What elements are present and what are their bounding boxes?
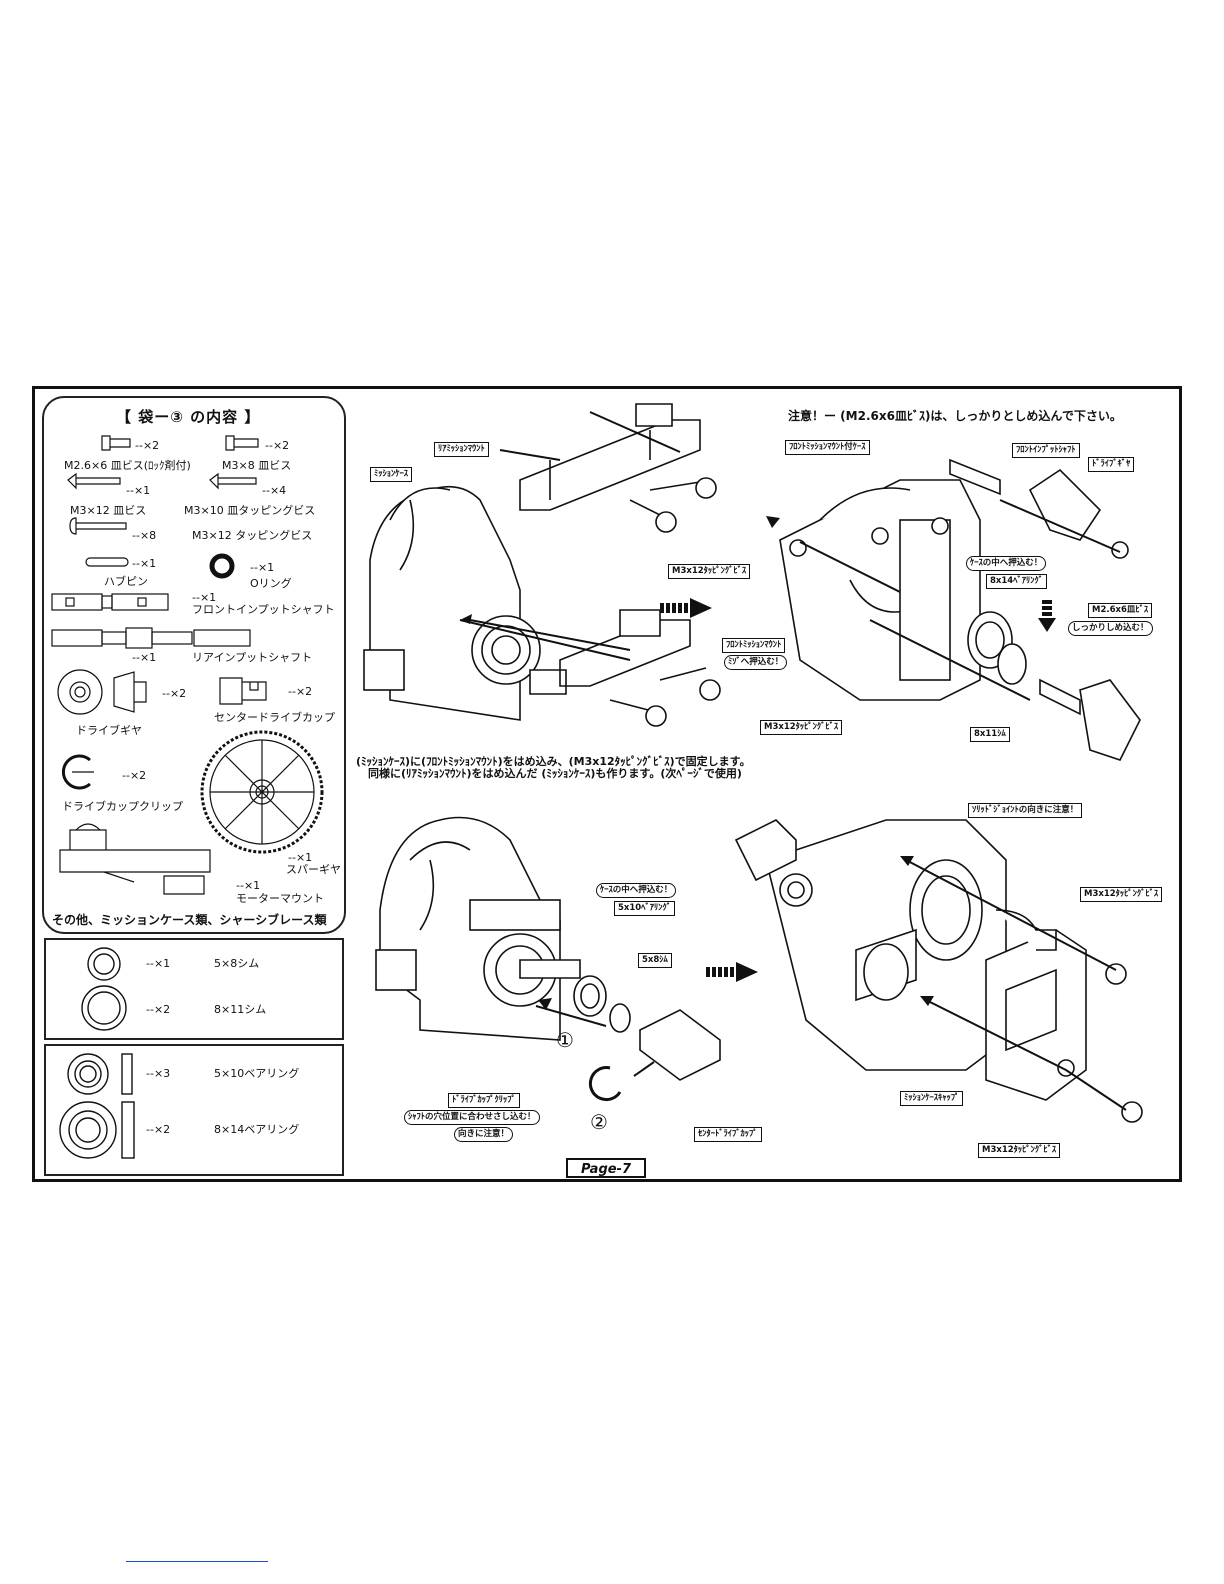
step1-instruction-line1: (ﾐｯｼｮﾝｹｰｽ)に(ﾌﾛﾝﾄﾐｯｼｮﾝﾏｳﾝﾄ)をはめ込み、(M3x12ﾀｯ…	[356, 755, 751, 768]
name-shim-5x8: 5×8シム	[214, 957, 260, 970]
parts-other: その他、ミッションケース類、シャーシブレース類	[52, 913, 327, 927]
label-screw-m26: M2.6x6皿ﾋﾞｽ	[1088, 603, 1153, 618]
name-m3x12-flat: M3×12 皿ビス	[70, 504, 147, 517]
name-m3x12-tap: M3×12 タッピングビス	[192, 529, 313, 542]
name-bearing-8x14: 8×14ベアリング	[214, 1123, 300, 1136]
label-step3-press-in: ｹｰｽの中へ押込む！	[596, 883, 677, 898]
name-shim-8x11: 8×11シム	[214, 1003, 267, 1016]
label-joint-direction: ｿﾘｯﾄﾞｼﾞｮｲﾝﾄの向きに注意！	[968, 803, 1083, 818]
step1-instruction-line2: 同様に(ﾘｱﾐｯｼｮﾝﾏｳﾝﾄ)をはめ込んだ (ﾐｯｼｮﾝｹｰｽ)も作ります。(…	[368, 767, 742, 780]
label-rear-mount: ﾘｱﾐｯｼｮﾝﾏｳﾝﾄ	[434, 442, 489, 457]
parts-list-panel	[42, 396, 346, 934]
step1-illustration	[363, 403, 721, 727]
label-shim-8x11: 8x11ｼﾑ	[970, 727, 1010, 742]
qty-clip: --×2	[122, 769, 147, 782]
qty-motor-mount: --×1	[236, 879, 261, 892]
qty-m3x12-tap: --×8	[132, 529, 157, 542]
label-clip: ﾄﾞﾗｲﾌﾞｶｯﾌﾟｸﾘｯﾌﾟ	[448, 1093, 520, 1108]
step4-illustration	[734, 819, 1143, 1123]
qty-m3x8: --×2	[265, 439, 290, 452]
name-motor-mount: モーターマウント	[236, 892, 324, 905]
bearings-box	[44, 1044, 344, 1176]
page-frame	[32, 386, 1182, 1182]
label-input-shaft: ﾌﾛﾝﾄｲﾝﾌﾟｯﾄｼｬﾌﾄ	[1012, 443, 1080, 458]
arrow-right-icon-2	[706, 962, 758, 982]
order-1: ①	[556, 1028, 574, 1052]
order-2: ②	[590, 1110, 608, 1134]
step2-illustration	[766, 458, 1141, 761]
shim-icons	[81, 947, 127, 1031]
name-bearing-5x10: 5×10ベアリング	[214, 1067, 300, 1080]
label-shim-5x8: 5x8ｼﾑ	[638, 953, 672, 968]
name-m3x10: M3×10 皿タッピングビス	[184, 504, 316, 517]
name-center-cup: センタードライブカップ	[214, 711, 335, 724]
name-m26x6: M2.6×6 皿ビス(ﾛｯｸ剤付)	[64, 459, 191, 472]
bearing-icons	[59, 1053, 135, 1159]
qty-shim-5x8: --×1	[146, 957, 171, 970]
label-bearing-5x10: 5x10ﾍﾞｱﾘﾝｸﾞ	[614, 901, 675, 916]
label-case-cap: ﾐｯｼｮﾝｹｰｽｷｬｯﾌﾟ	[900, 1091, 964, 1106]
label-case: ﾐｯｼｮﾝｹｰｽ	[370, 467, 413, 482]
label-case-with-mount: ﾌﾛﾝﾄﾐｯｼｮﾝﾏｳﾝﾄ付ｹｰｽ	[785, 440, 870, 455]
qty-bearing-8x14: --×2	[146, 1123, 171, 1136]
qty-shim-8x11: --×2	[146, 1003, 171, 1016]
qty-drive-gear: --×2	[162, 687, 187, 700]
name-drive-gear: ドライブギヤ	[76, 724, 142, 737]
parts-illustrations	[51, 435, 324, 895]
step2-caution: 注意！ー (M2.6x6皿ﾋﾞｽ)は、しっかりとしめ込んで下さい。	[788, 409, 1122, 423]
label-step4-screw-bottom: M3x12ﾀｯﾋﾟﾝｸﾞﾋﾞｽ	[978, 1143, 1061, 1158]
label-screw-bottom: M3x12ﾀｯﾋﾟﾝｸﾞﾋﾞｽ	[760, 720, 843, 735]
name-hubpin: ハブピン	[104, 575, 148, 588]
label-align-hole: ｼｬﾌﾄの穴位置に合わせさし込む！	[404, 1110, 540, 1125]
qty-front-shaft: --×1	[192, 591, 217, 604]
label-press-in: ｹｰｽの中へ押込む！	[966, 556, 1047, 571]
qty-center-cup: --×2	[288, 685, 313, 698]
qty-bearing-5x10: --×3	[146, 1067, 171, 1080]
label-press-groove: ﾐｿﾞへ押込む！	[724, 655, 788, 670]
name-front-shaft: フロントインプットシャフト	[192, 603, 335, 616]
name-rear-shaft: リアインプットシャフト	[192, 651, 313, 664]
qty-oring: --×1	[250, 561, 275, 574]
parts-title: 【 袋ー③ の内容 】	[116, 408, 261, 426]
step3-illustration	[375, 816, 721, 1102]
qty-m3x10: --×4	[262, 484, 287, 497]
label-center-cup: ｾﾝﾀｰﾄﾞﾗｲﾌﾞｶｯﾌﾟ	[694, 1127, 762, 1142]
label-screw-top: M3x12ﾀｯﾋﾟﾝｸﾞﾋﾞｽ	[668, 564, 751, 579]
name-oring: Oリング	[250, 577, 292, 590]
page-number: Page-7	[566, 1158, 646, 1178]
qty-rear-shaft: --×1	[132, 651, 157, 664]
name-spur: スパーギヤ	[286, 863, 341, 876]
arrow-right-icon	[660, 598, 712, 618]
qty-m3x12-flat: --×1	[126, 484, 151, 497]
footer-link-underline	[126, 1561, 268, 1562]
qty-spur: --×1	[288, 851, 313, 864]
shims-box	[44, 938, 344, 1040]
label-drive-gear: ﾄﾞﾗｲﾌﾞｷﾞﾔ	[1088, 457, 1135, 472]
label-step4-screw-top: M3x12ﾀｯﾋﾟﾝｸﾞﾋﾞｽ	[1080, 887, 1163, 902]
name-clip: ドライブカップクリップ	[62, 800, 183, 813]
name-m3x8: M3×8 皿ビス	[222, 459, 292, 472]
label-tighten: しっかりしめ込む！	[1068, 621, 1153, 636]
label-front-mount: ﾌﾛﾝﾄﾐｯｼｮﾝﾏｳﾝﾄ	[722, 638, 786, 653]
qty-m26x6: --×2	[135, 439, 160, 452]
label-direction: 向きに注意！	[454, 1127, 514, 1142]
label-bearing-8x14: 8x14ﾍﾞｱﾘﾝｸﾞ	[986, 574, 1047, 589]
qty-hubpin: --×1	[132, 557, 157, 570]
